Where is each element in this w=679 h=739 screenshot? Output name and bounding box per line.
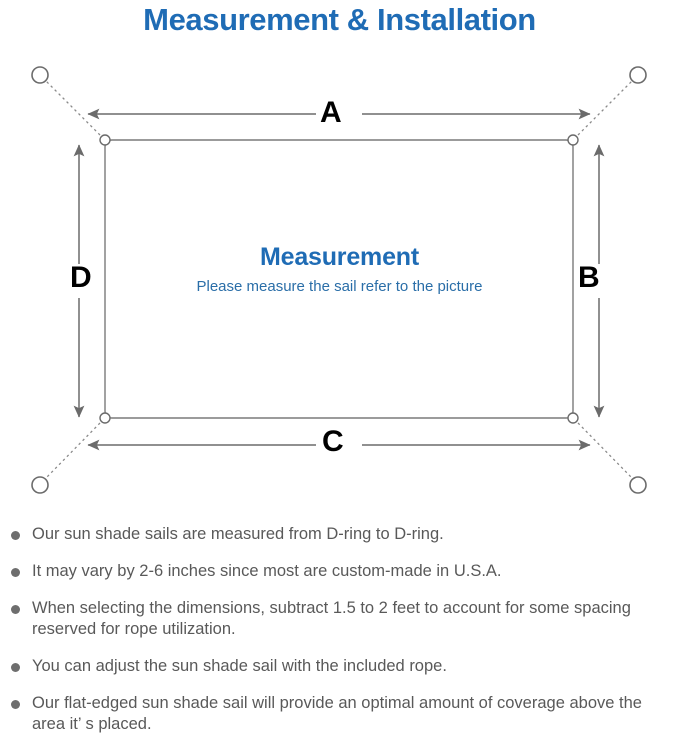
list-item: Our flat-edged sun shade sail will provi… xyxy=(0,693,679,735)
list-item: Our sun shade sails are measured from D-… xyxy=(0,524,679,545)
note-text: When selecting the dimensions, subtract … xyxy=(32,599,631,638)
rope-top-right xyxy=(577,80,633,136)
rope-bottom-left xyxy=(45,422,101,479)
list-item: When selecting the dimensions, subtract … xyxy=(0,598,679,640)
sail-measurement-diagram xyxy=(0,46,679,511)
anchor-ring-bottom-left xyxy=(31,476,49,494)
bullet-icon xyxy=(11,605,20,614)
anchor-ring-bottom-right xyxy=(629,476,647,494)
d-ring-bottom-right xyxy=(567,412,579,424)
dimension-label-b: B xyxy=(578,261,600,294)
bullet-icon xyxy=(11,663,20,672)
d-ring-top-right xyxy=(567,134,579,146)
anchor-ring-top-right xyxy=(629,66,647,84)
bullet-icon xyxy=(11,568,20,577)
sail-subtitle: Please measure the sail refer to the pic… xyxy=(196,278,483,295)
sail-heading: Measurement xyxy=(260,243,419,271)
sail-body xyxy=(104,139,574,419)
dimension-label-d: D xyxy=(70,261,92,294)
list-item: You can adjust the sun shade sail with t… xyxy=(0,656,679,677)
bullet-icon xyxy=(11,531,20,540)
dimension-label-a: A xyxy=(320,96,342,129)
rope-top-left xyxy=(45,80,101,136)
note-text: Our sun shade sails are measured from D-… xyxy=(32,525,444,543)
note-text: Our flat-edged sun shade sail will provi… xyxy=(32,694,642,733)
d-ring-bottom-left xyxy=(99,412,111,424)
notes-list: Our sun shade sails are measured from D-… xyxy=(0,524,679,739)
note-text: You can adjust the sun shade sail with t… xyxy=(32,657,447,675)
d-ring-top-left xyxy=(99,134,111,146)
rope-bottom-right xyxy=(577,422,633,479)
list-item: It may vary by 2-6 inches since most are… xyxy=(0,561,679,582)
bullet-icon xyxy=(11,700,20,709)
page-title: Measurement & Installation xyxy=(143,2,536,37)
note-text: It may vary by 2-6 inches since most are… xyxy=(32,562,502,580)
dimension-label-c: C xyxy=(322,425,344,458)
anchor-ring-top-left xyxy=(31,66,49,84)
